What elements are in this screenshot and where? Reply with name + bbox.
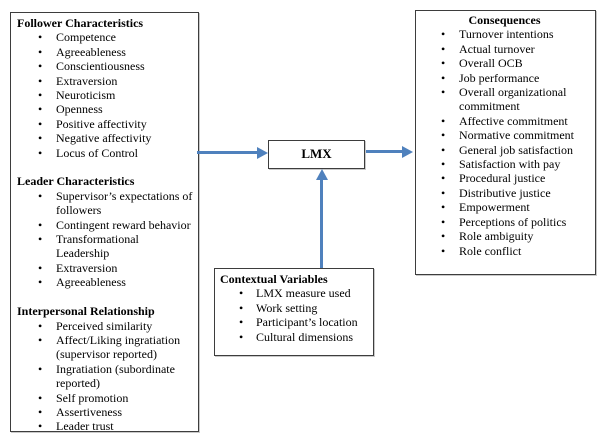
list-item: Competence — [38, 30, 196, 45]
list-item: Assertiveness — [38, 405, 196, 420]
list-item: Positive affectivity — [38, 117, 196, 132]
list-item: Negative affectivity — [38, 131, 196, 146]
contextual-variables-box: Contextual Variables LMX measure used Wo… — [214, 268, 374, 356]
arrow-line — [320, 179, 323, 268]
list-item: Distributive justice — [441, 186, 593, 201]
list-item: Extraversion — [38, 74, 196, 89]
contextual-variables-title: Contextual Variables — [220, 272, 328, 286]
list-item: Transformational Leadership — [38, 232, 196, 261]
antecedents-box: Follower Characteristics Competence Agre… — [10, 12, 199, 434]
list-item: Turnover intentions — [441, 27, 593, 42]
arrow-line — [366, 150, 403, 153]
leader-characteristics-section: Leader Characteristics Supervisor’s expe… — [17, 174, 196, 290]
list-item: Openness — [38, 102, 196, 117]
list-item: Job performance — [441, 71, 593, 86]
contextual-variables-list: LMX measure used Work setting Participan… — [220, 286, 371, 344]
list-item: Role conflict — [441, 244, 593, 259]
list-item: Cultural dimensions — [239, 330, 371, 345]
arrow-line — [197, 151, 258, 154]
list-item: General job satisfaction — [441, 143, 593, 158]
list-item: Agreeableness — [38, 45, 196, 60]
arrow-head-right-icon — [402, 145, 413, 158]
interpersonal-relationship-list: Perceived similarity Affect/Liking ingra… — [17, 319, 196, 435]
consequences-title: Consequences — [468, 13, 541, 27]
list-item: Overall organizational commitment — [441, 85, 593, 114]
interpersonal-relationship-section: Interpersonal Relationship Perceived sim… — [17, 304, 196, 434]
list-item: Affective commitment — [441, 114, 593, 129]
list-item: Perceived similarity — [38, 319, 196, 334]
list-item: Self promotion — [38, 391, 196, 406]
leader-characteristics-list: Supervisor’s expectations of followers C… — [17, 189, 196, 290]
consequences-list: Turnover intentions Actual turnover Over… — [416, 27, 593, 258]
list-item: Ingratiation (subordinate reported) — [38, 362, 196, 391]
list-item: Supervisor’s expectations of followers — [38, 189, 196, 218]
list-item: Locus of Control — [38, 146, 196, 161]
arrow-head-right-icon — [257, 146, 268, 159]
list-item: Agreeableness — [38, 275, 196, 290]
lmx-box: LMX — [268, 140, 365, 169]
arrow-head-up-icon — [315, 169, 328, 180]
list-item: Leader trust — [38, 419, 196, 434]
list-item: Actual turnover — [441, 42, 593, 57]
interpersonal-relationship-title: Interpersonal Relationship — [17, 304, 155, 319]
lmx-label: LMX — [301, 146, 332, 161]
list-item: Perceptions of politics — [441, 215, 593, 230]
list-item: Empowerment — [441, 200, 593, 215]
list-item: Role ambiguity — [441, 229, 593, 244]
leader-characteristics-title: Leader Characteristics — [17, 174, 135, 189]
follower-characteristics-list: Competence Agreeableness Conscientiousne… — [17, 30, 196, 160]
follower-characteristics-section: Follower Characteristics Competence Agre… — [17, 16, 196, 160]
consequences-box: Consequences Turnover intentions Actual … — [415, 10, 596, 275]
list-item: Overall OCB — [441, 56, 593, 71]
follower-characteristics-title: Follower Characteristics — [17, 16, 144, 30]
list-item: Satisfaction with pay — [441, 157, 593, 172]
list-item: Conscientiousness — [38, 59, 196, 74]
list-item: Affect/Liking ingratiation (supervisor r… — [38, 333, 196, 362]
list-item: Procedural justice — [441, 171, 593, 186]
list-item: Work setting — [239, 301, 371, 316]
list-item: Participant’s location — [239, 315, 371, 330]
list-item: LMX measure used — [239, 286, 371, 301]
list-item: Neuroticism — [38, 88, 196, 103]
list-item: Extraversion — [38, 261, 196, 276]
list-item: Contingent reward behavior — [38, 218, 196, 233]
list-item: Normative commitment — [441, 128, 593, 143]
